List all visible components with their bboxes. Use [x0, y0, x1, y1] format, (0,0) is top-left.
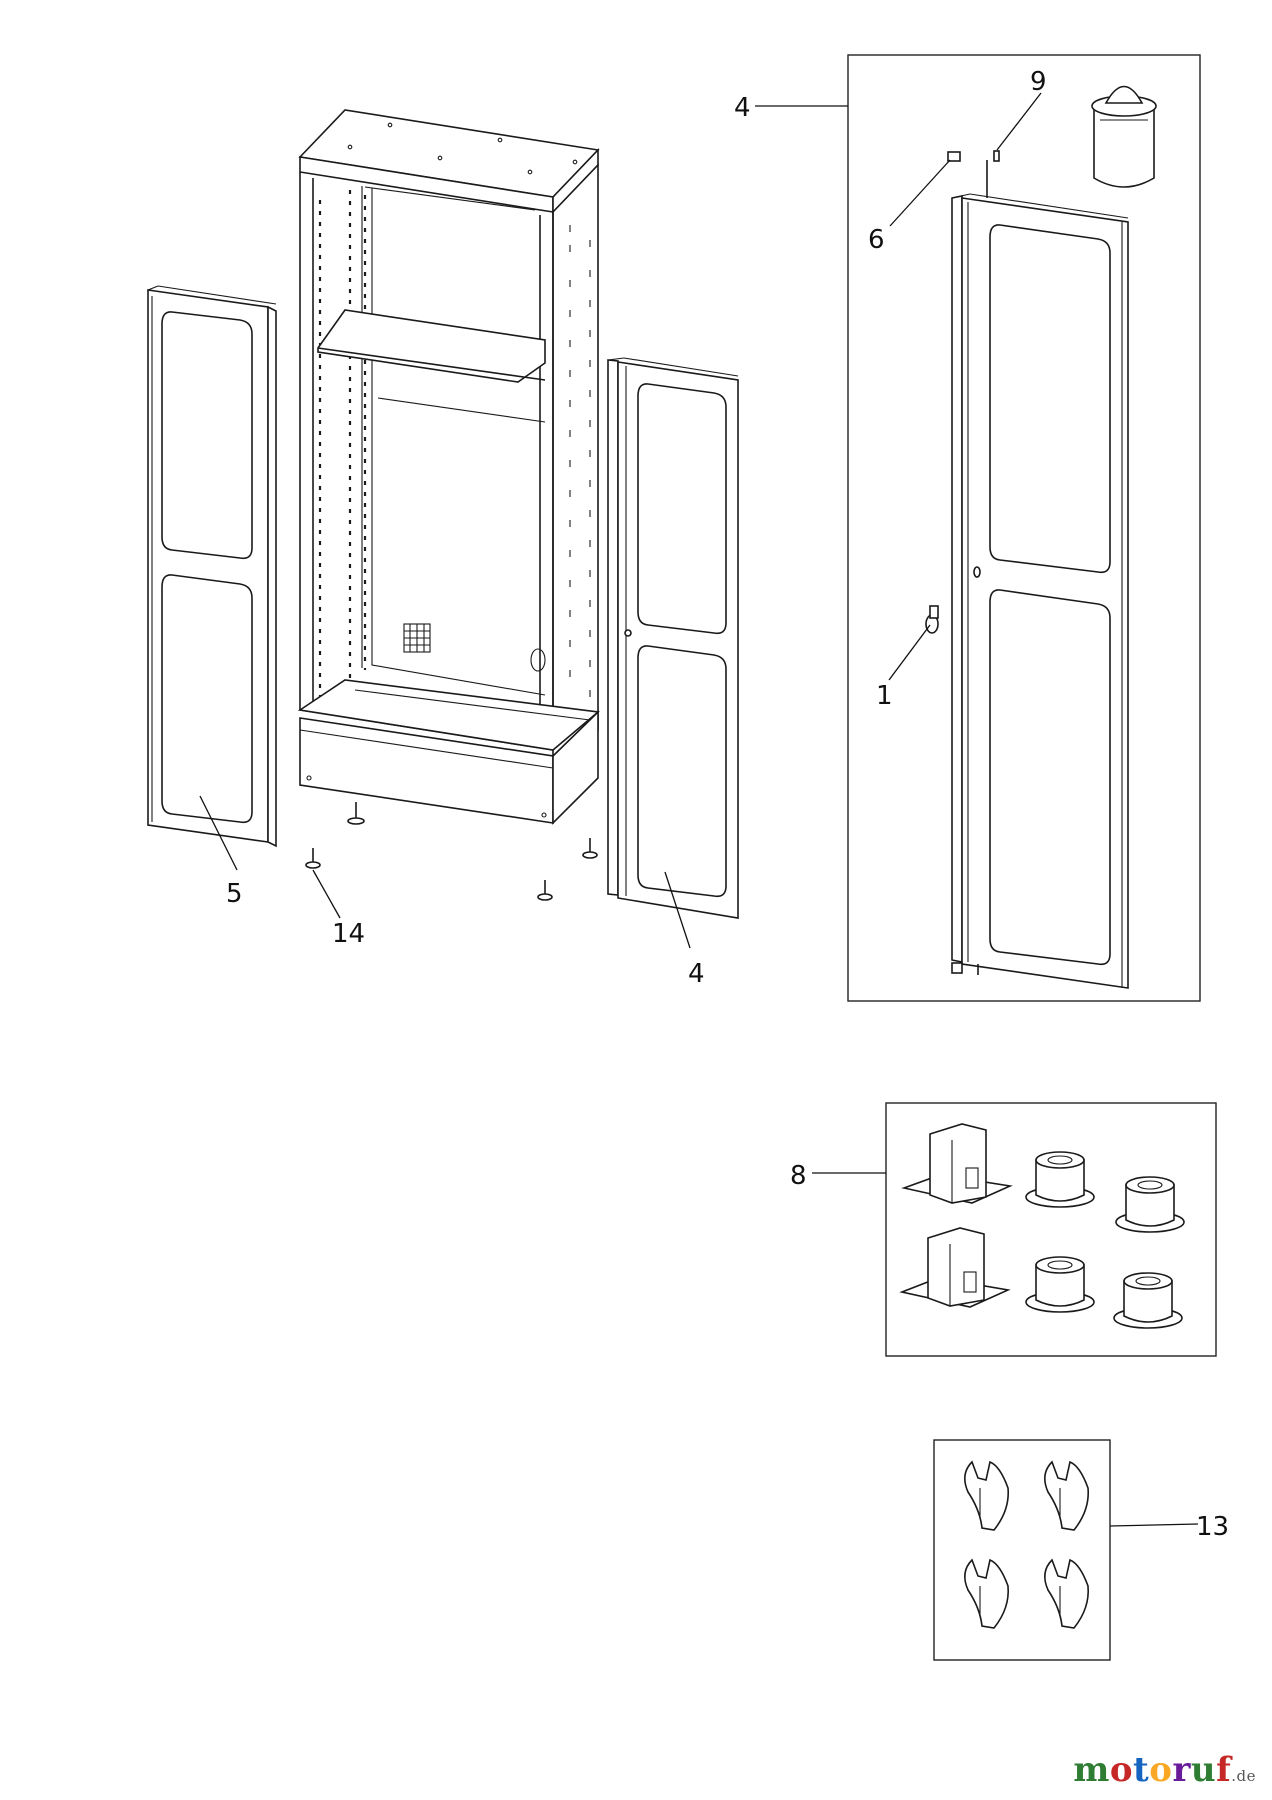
clip-icon — [964, 1558, 1010, 1629]
bushing-icon — [1025, 1256, 1095, 1313]
door-detail-box — [847, 54, 1201, 1002]
watermark-letter: m — [1073, 1750, 1110, 1790]
watermark-letter: o — [1109, 1750, 1134, 1790]
motoruf-watermark-logo: motoruf.de — [1073, 1750, 1256, 1790]
watermark-letter: f — [1216, 1750, 1232, 1790]
callout-14: 14 — [332, 919, 365, 949]
watermark-letter: o — [1149, 1750, 1173, 1790]
right-door-panel — [607, 357, 739, 919]
hinge-cup-icon — [1091, 85, 1157, 188]
left-door-panel — [147, 285, 277, 848]
watermark-letter: u — [1190, 1750, 1217, 1790]
watermark-letter: t — [1133, 1750, 1150, 1790]
clip-icon — [1044, 1460, 1090, 1531]
callout-4-top: 4 — [734, 93, 751, 123]
watermark-letter: r — [1172, 1750, 1191, 1790]
bushing-icon — [1113, 1272, 1183, 1329]
callout-labels: 4 9 6 1 5 14 4 8 13 — [226, 67, 1229, 1542]
callout-9: 9 — [1030, 67, 1047, 97]
leader-lines — [199, 92, 1199, 1527]
callout-1: 1 — [876, 681, 893, 711]
callout-6: 6 — [868, 225, 885, 255]
watermark-tld: .de — [1231, 1767, 1256, 1785]
hinge-bracket-icon — [901, 1123, 1013, 1204]
bushing-detail-box — [885, 1102, 1217, 1357]
clip-icon — [964, 1460, 1010, 1531]
clip-icon — [1044, 1558, 1090, 1629]
callout-13: 13 — [1196, 1512, 1229, 1542]
cabinet-body — [297, 109, 600, 825]
bushing-icon — [1025, 1151, 1095, 1208]
callout-5: 5 — [226, 879, 243, 909]
callout-8: 8 — [790, 1161, 807, 1191]
hinge-bracket-icon — [899, 1227, 1011, 1308]
vent-grille — [403, 623, 431, 653]
lock-icon — [925, 605, 939, 634]
clip-detail-box — [933, 1439, 1111, 1661]
leveling-feet — [305, 802, 598, 901]
callout-4-bottom: 4 — [688, 959, 705, 989]
bushing-icon — [1115, 1176, 1185, 1233]
